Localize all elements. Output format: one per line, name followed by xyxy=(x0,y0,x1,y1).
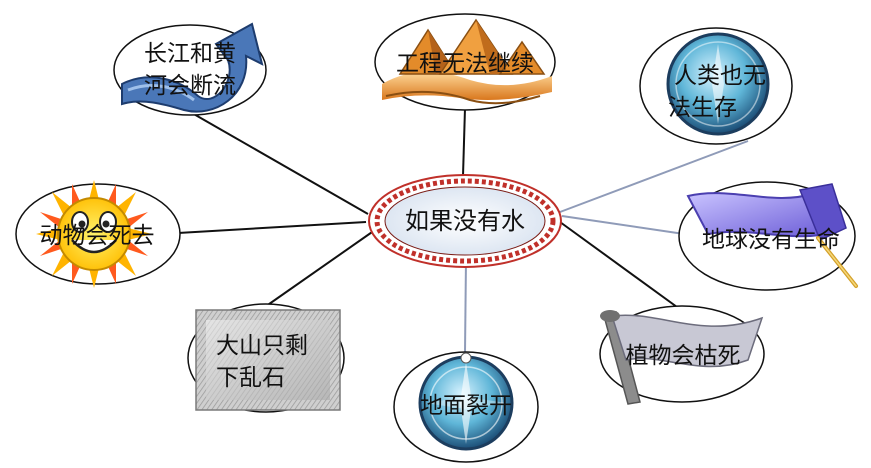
connector-plants xyxy=(559,221,689,316)
node-earth-line1: 地球没有生命 xyxy=(702,227,840,253)
stone-tile-icon xyxy=(195,309,341,411)
node-animals-line1: 动物会死去 xyxy=(39,223,155,249)
node-mountains-line2: 下乱石 xyxy=(216,365,285,391)
smiling-sun-icon xyxy=(36,180,152,288)
compass-icon xyxy=(666,32,770,136)
connector-ground xyxy=(464,258,467,353)
center-node[interactable] xyxy=(368,174,562,268)
connector-animals xyxy=(177,221,367,234)
pyramids-icon xyxy=(382,18,552,105)
node-rivers-line2: 河会断流 xyxy=(144,73,236,99)
center-node-label: 如果没有水 xyxy=(405,207,525,235)
node-humans-line1: 人类也无 xyxy=(674,63,766,89)
node-mountains-line1: 大山只剩 xyxy=(216,333,308,359)
connector-mountains xyxy=(261,229,376,310)
connector-humans xyxy=(559,140,749,213)
twisting-arrow-icon xyxy=(121,22,264,113)
connector-earth xyxy=(561,215,685,235)
node-plants-line1: 植物会枯死 xyxy=(625,343,741,369)
connector-rivers xyxy=(191,112,369,215)
gray-flag-icon xyxy=(600,310,764,405)
compass-rose-icon xyxy=(418,352,514,451)
connector-engineering xyxy=(462,107,466,177)
node-ground-line1: 地面裂开 xyxy=(420,393,512,419)
node-rivers-line1: 长江和黄 xyxy=(144,41,236,67)
connectors xyxy=(177,107,749,353)
node-humans-line2: 法生存 xyxy=(668,95,737,121)
node-engineering-line1: 工程无法继续 xyxy=(396,51,534,77)
pushpin-flag-icon xyxy=(686,183,858,288)
